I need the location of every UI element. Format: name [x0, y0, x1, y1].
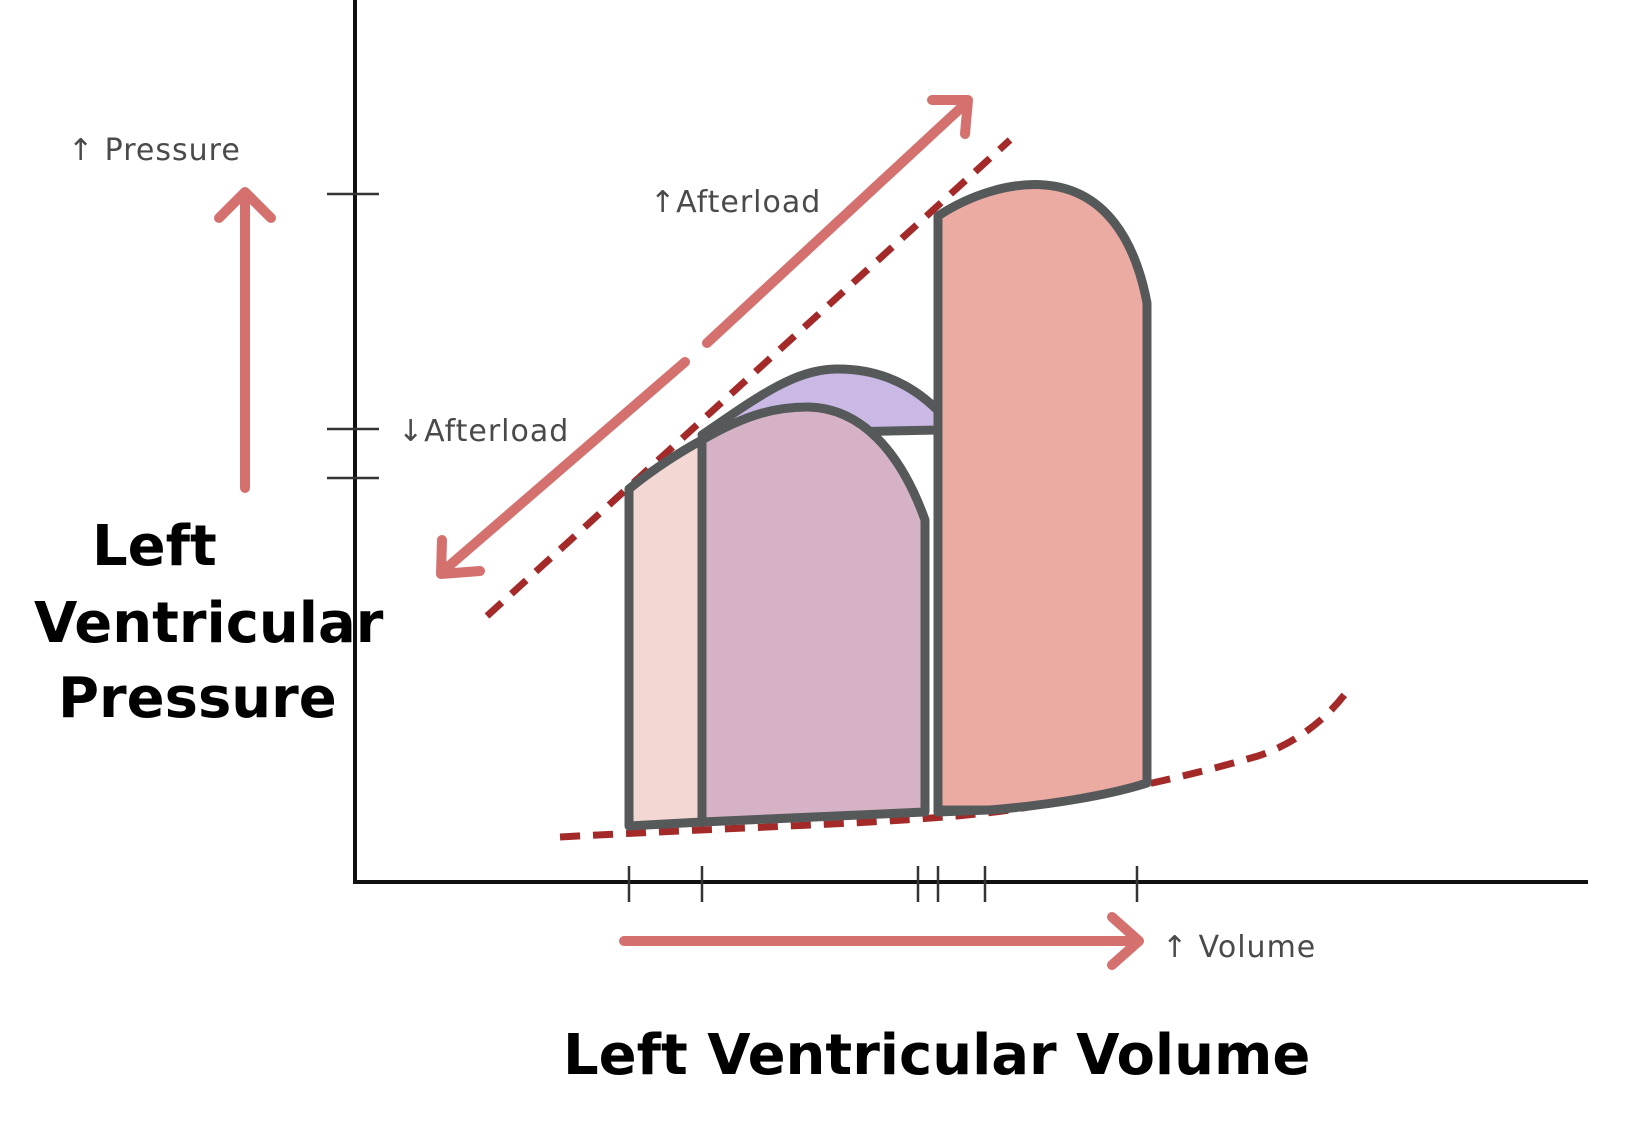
pressure-arrow-icon: [214, 187, 276, 493]
x-axis-title: Left Ventricular Volume: [563, 1023, 1310, 1088]
y-axis-title-line2: Ventricular: [34, 591, 384, 656]
pv-loop-baseline: [624, 435, 707, 831]
pv-loop-high-afterload: [933, 180, 1152, 815]
afterload-decrease-label: ↓Afterload: [398, 414, 569, 449]
y-axis-title-line3: Pressure: [58, 666, 337, 731]
arrows: [214, 95, 1144, 970]
y-axis-ticks: [327, 192, 379, 480]
pv-loops: [624, 180, 1152, 831]
pv-loop-low-afterload: [697, 402, 930, 827]
axes: [353, 0, 1588, 884]
volume-arrow-icon: [619, 912, 1144, 970]
afterload-increase-label: ↑Afterload: [650, 185, 821, 220]
afterload-increase-arrow-icon: [702, 95, 973, 348]
espvr-dashed-line: [484, 137, 1013, 619]
afterload-decrease-arrow-icon: [436, 357, 690, 579]
y-axis-title-line1: Left: [92, 514, 217, 579]
pressure-increase-label: ↑ Pressure: [68, 133, 241, 168]
volume-increase-label: ↑ Volume: [1162, 930, 1316, 965]
text-labels: ↑ Pressure ↑ Volume ↑Afterload ↓Afterloa…: [34, 133, 1316, 1088]
edpvr-dashed-curve: [559, 687, 1351, 841]
x-axis-ticks: [627, 866, 1139, 902]
